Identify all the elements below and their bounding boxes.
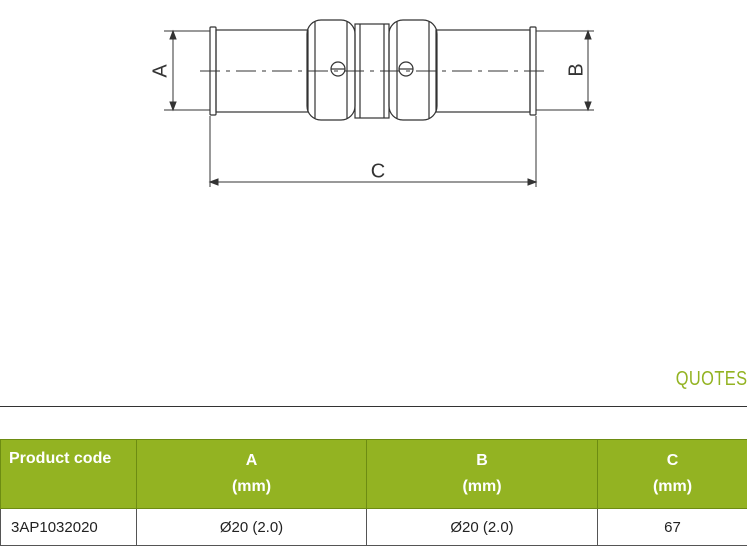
- header-a: A (mm): [137, 440, 367, 509]
- header-c: C (mm): [598, 440, 747, 509]
- fitting-technical-drawing: A B C: [0, 0, 747, 200]
- header-b: B (mm): [367, 440, 598, 509]
- dim-b-label: B: [565, 63, 587, 76]
- dim-a-label: A: [149, 64, 171, 78]
- dim-c-label: C: [371, 160, 385, 182]
- spec-table: Product code A (mm) B (mm) C (mm) 3AP103…: [0, 439, 747, 546]
- header-product-code: Product code: [1, 440, 137, 509]
- header-unit: (mm): [367, 474, 597, 500]
- table-header-row: Product code A (mm) B (mm) C (mm): [1, 440, 747, 509]
- header-unit: (mm): [137, 474, 366, 500]
- header-unit: (mm): [598, 474, 747, 500]
- section-divider: [0, 406, 747, 407]
- header-label: C: [598, 448, 747, 474]
- header-label: B: [367, 448, 597, 474]
- header-label: A: [137, 448, 366, 474]
- quotes-heading: QUOTES: [675, 368, 747, 391]
